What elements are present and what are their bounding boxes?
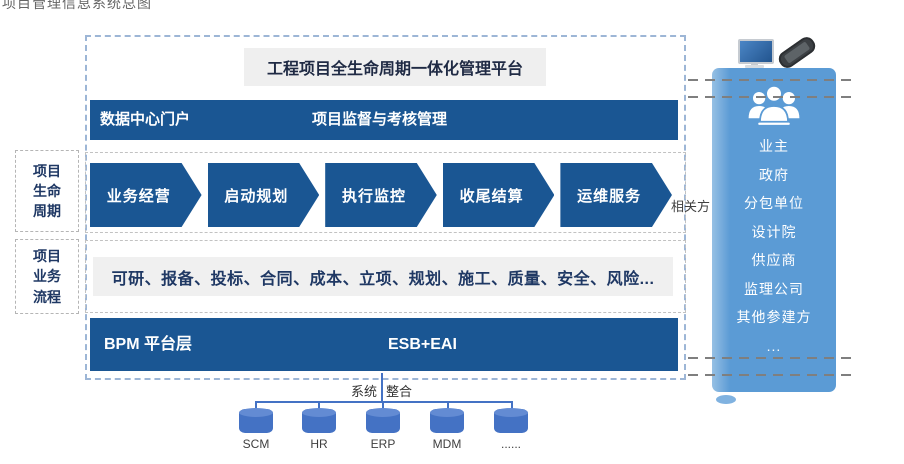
data-portal-bar: 数据中心门户 项目监督与考核管理 bbox=[90, 100, 678, 140]
lifecycle-row-band bbox=[85, 152, 686, 233]
system-label-hr: HR bbox=[310, 437, 328, 451]
system-label-more: ...... bbox=[500, 437, 521, 451]
smartphone-icon bbox=[775, 34, 819, 71]
page-caption: 项目管理信息系统总图 bbox=[2, 0, 152, 11]
stakeholder-item: 供应商 bbox=[751, 252, 797, 268]
decorative-arc bbox=[716, 395, 736, 404]
stakeholder-item: 设计院 bbox=[751, 223, 797, 240]
integration-label-left: 系统 bbox=[351, 384, 378, 399]
lifecycle-side-label: 项目 生命 周期 bbox=[15, 150, 79, 232]
drop-line bbox=[382, 401, 384, 410]
drop-line bbox=[511, 401, 513, 410]
stage-chevron: 执行监控 bbox=[325, 163, 437, 227]
stakeholder-item: 其他参建方 bbox=[736, 309, 812, 325]
stage-chevron: 业务经营 bbox=[90, 163, 202, 227]
esb-eai-label: ESB+EAI bbox=[388, 336, 457, 353]
database-icon bbox=[239, 408, 273, 433]
stakeholder-pointer-label: 相关方 bbox=[671, 199, 711, 214]
link-dash-line bbox=[688, 357, 852, 359]
stakeholder-item: 政府 bbox=[759, 166, 789, 183]
stage-chevron: 启动规划 bbox=[208, 163, 320, 227]
people-group-icon bbox=[748, 85, 800, 125]
drop-line bbox=[318, 401, 320, 410]
drop-line bbox=[255, 401, 257, 410]
monitor-icon bbox=[745, 65, 764, 68]
database-icon bbox=[494, 408, 528, 433]
link-dash-line bbox=[688, 79, 852, 81]
database-icon bbox=[366, 408, 400, 433]
business-side-label: 项目 业务 流程 bbox=[15, 239, 79, 314]
stakeholder-item: ... bbox=[766, 337, 782, 354]
system-label-scm: SCM bbox=[242, 437, 270, 451]
integration-bus-line bbox=[255, 401, 513, 403]
drop-line bbox=[447, 401, 449, 410]
data-center-portal-label: 数据中心门户 bbox=[100, 111, 191, 128]
monitor-icon bbox=[738, 39, 774, 64]
stakeholders-panel: 业主 政府 分包单位 设计院 供应商 监理公司 其他参建方 ... bbox=[712, 68, 836, 392]
system-label-mdm: MDM bbox=[432, 437, 462, 451]
lifecycle-stages: 业务经营 启动规划 执行监控 收尾结算 运维服务 bbox=[90, 163, 672, 227]
database-icon bbox=[302, 408, 336, 433]
integration-stem-line bbox=[381, 373, 383, 402]
supervision-assessment-label: 项目监督与考核管理 bbox=[312, 111, 448, 128]
stakeholder-item: 监理公司 bbox=[744, 280, 804, 297]
link-dash-line bbox=[688, 96, 852, 98]
business-row-band bbox=[85, 240, 686, 313]
stakeholder-item: 业主 bbox=[759, 138, 789, 154]
monitor-icon bbox=[751, 62, 758, 65]
system-label-erp: ERP bbox=[370, 437, 396, 451]
stakeholder-item: 分包单位 bbox=[744, 195, 804, 211]
bpm-platform-bar: BPM 平台层 ESB+EAI bbox=[90, 318, 678, 371]
stage-chevron: 收尾结算 bbox=[443, 163, 555, 227]
bpm-layer-label: BPM 平台层 bbox=[104, 336, 193, 353]
stakeholder-list: 业主 政府 分包单位 设计院 供应商 监理公司 其他参建方 ... bbox=[737, 132, 812, 360]
database-icon bbox=[430, 408, 464, 433]
platform-title: 工程项目全生命周期一体化管理平台 bbox=[244, 48, 546, 86]
business-process-strip: 可研、报备、投标、合同、成本、立项、规划、施工、质量、安全、风险... bbox=[93, 257, 673, 296]
integration-label-right: 整合 bbox=[386, 384, 413, 399]
stage-chevron: 运维服务 bbox=[560, 163, 672, 227]
link-dash-line bbox=[688, 374, 852, 376]
